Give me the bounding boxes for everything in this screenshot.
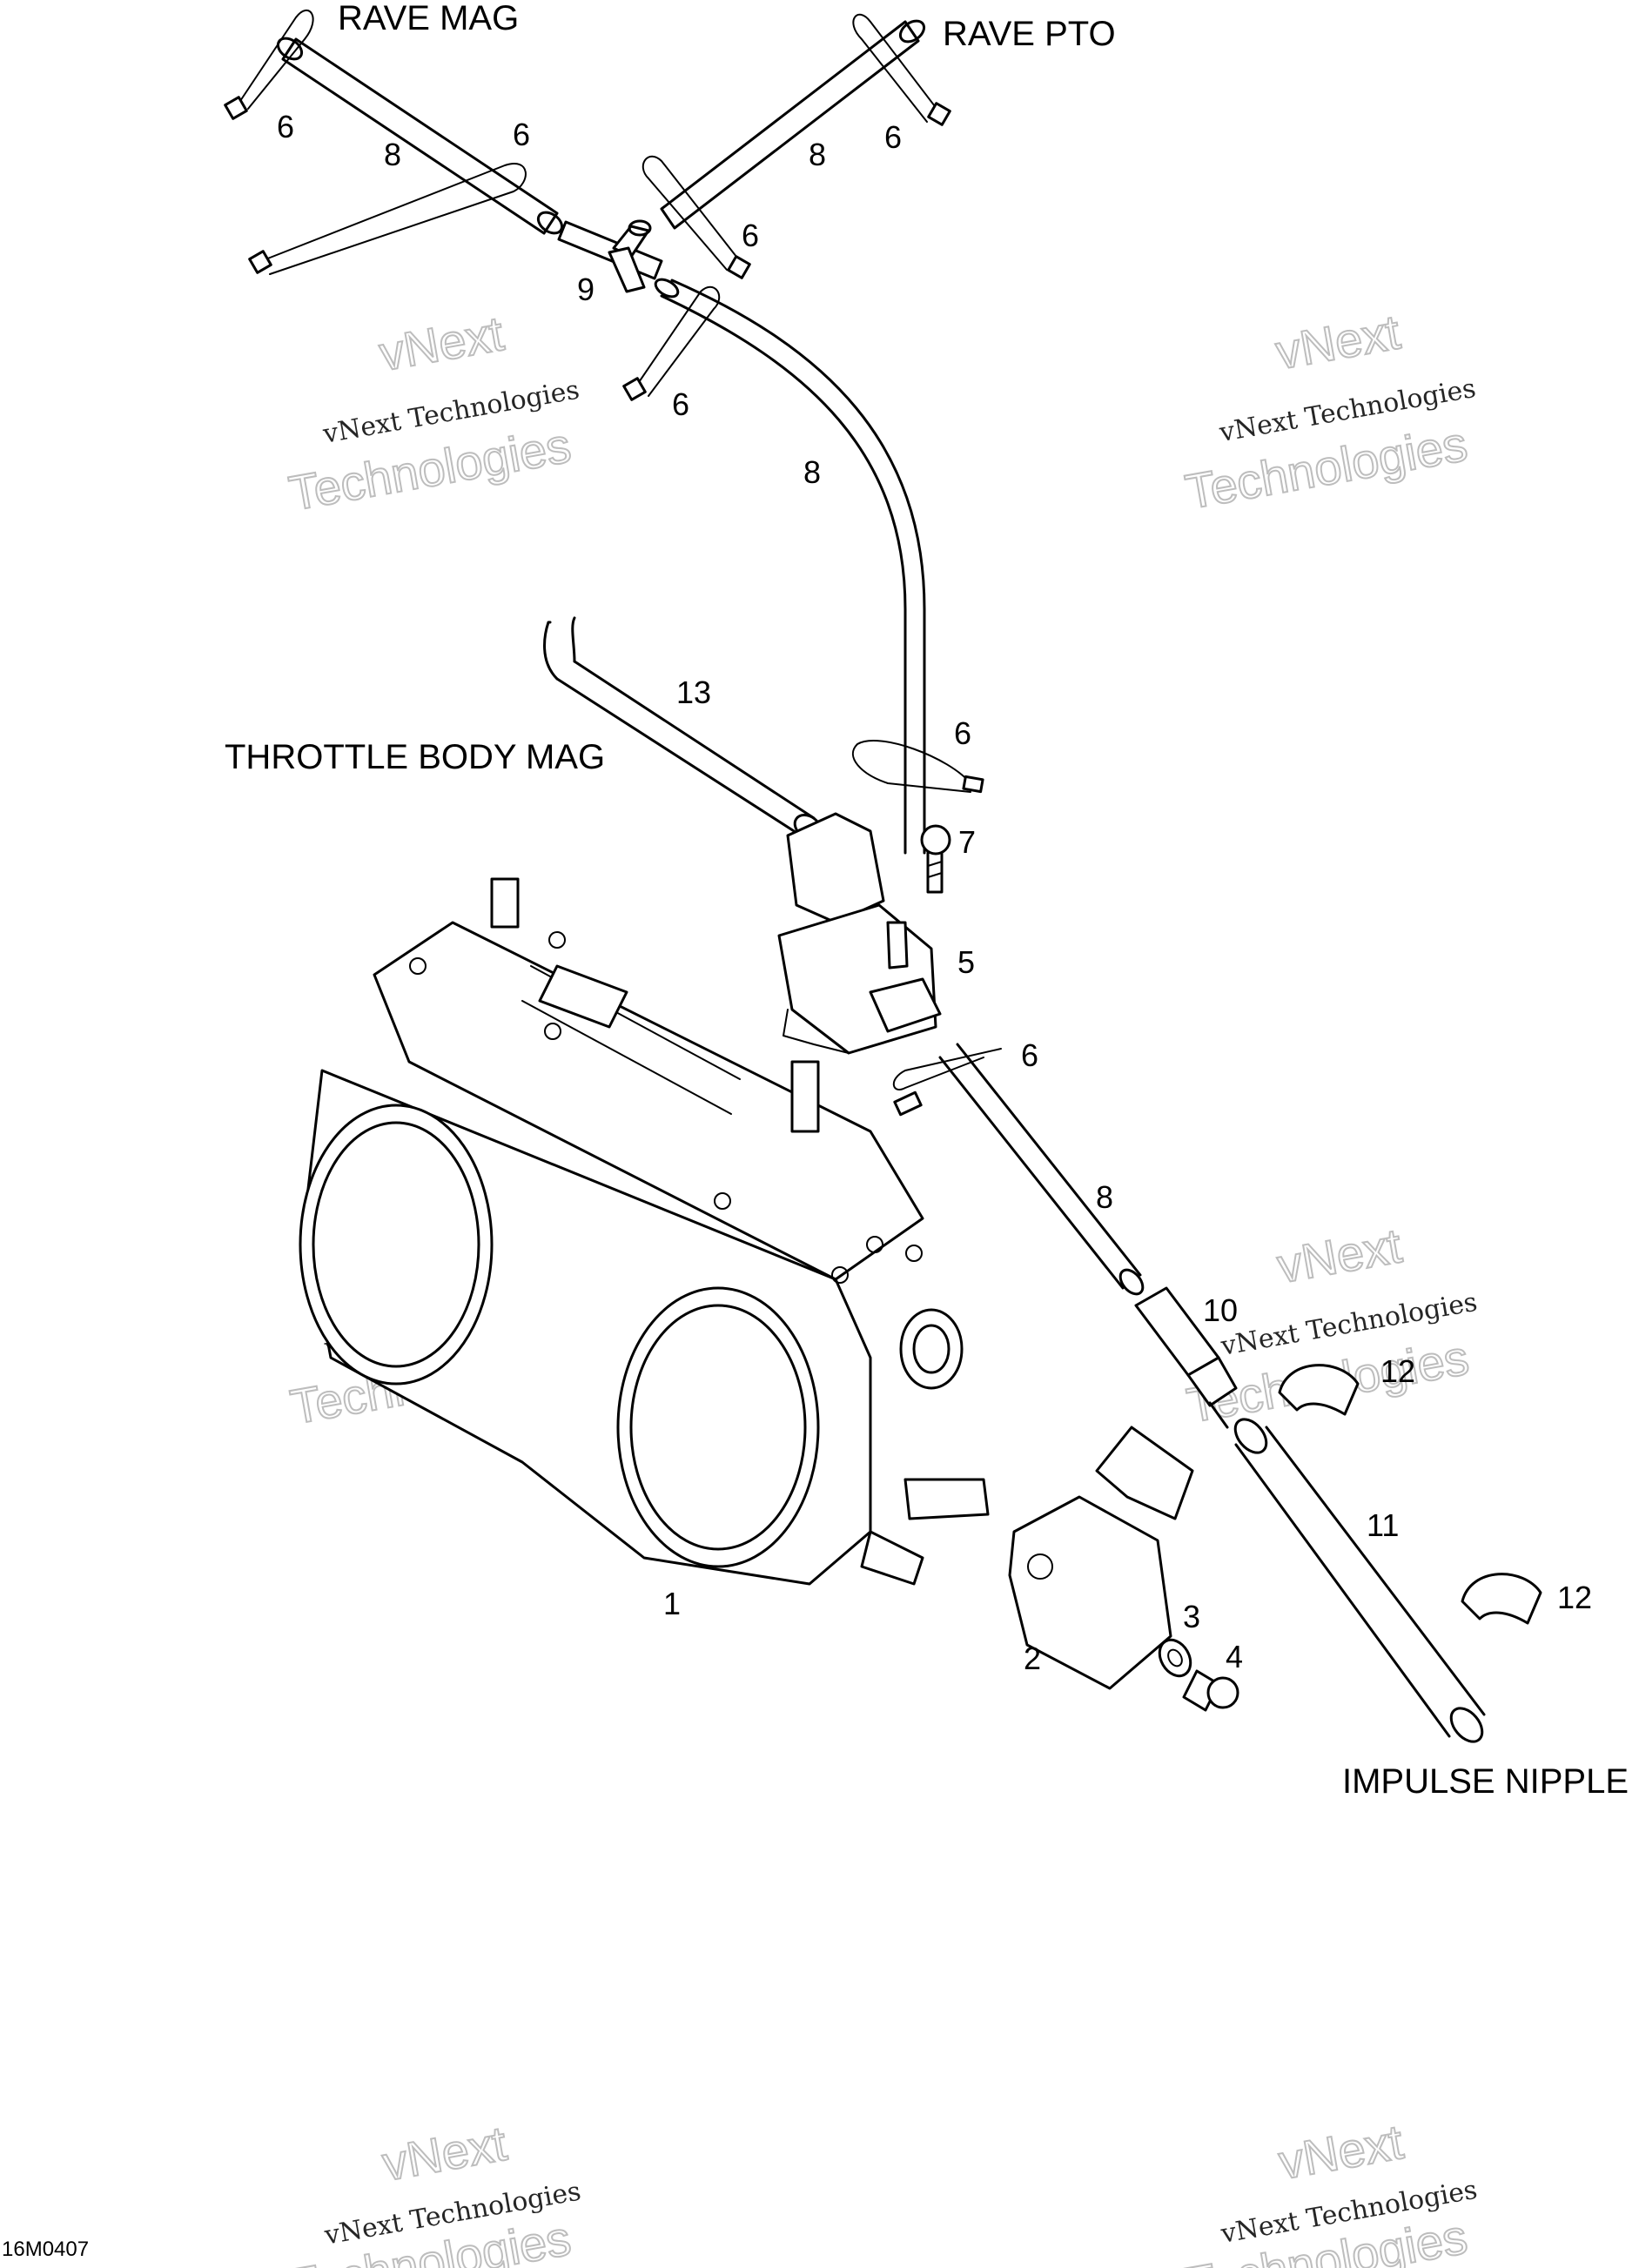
clamp-12-upper xyxy=(1278,1364,1360,1416)
hose-impulse xyxy=(1233,1418,1486,1743)
callout-10: 10 xyxy=(1203,1292,1238,1328)
clamp-6-top-right xyxy=(852,13,951,126)
callout-13: 13 xyxy=(676,674,711,710)
diagram-code: 16M0407 xyxy=(2,2238,89,2261)
watermark-top-right: vNext Technologies vNext Technologies xyxy=(1180,303,1478,520)
callout-12: 12 xyxy=(1380,1353,1415,1389)
clamp-6-lower-hose xyxy=(892,1048,1002,1117)
svg-text:vNext: vNext xyxy=(1275,2114,1407,2190)
tee-fitting xyxy=(557,219,663,293)
callout-2: 2 xyxy=(1024,1641,1041,1676)
callout-6: 6 xyxy=(742,218,759,253)
hose-lower-diagonal xyxy=(938,1043,1145,1296)
callout-6: 6 xyxy=(277,109,294,144)
watermark-bottom-left: vNext Technologies vNext Technologies xyxy=(284,2115,583,2268)
label-rave-pto: RAVE PTO xyxy=(943,15,1116,53)
svg-text:vNext: vNext xyxy=(375,305,507,381)
callout-6: 6 xyxy=(672,386,689,422)
callout-11: 11 xyxy=(1367,1507,1399,1543)
watermark-bottom-right: vNext Technologies vNext Technologies xyxy=(1180,2113,1480,2268)
callout-8: 8 xyxy=(809,137,826,172)
hose-throttle-body-mag xyxy=(543,616,823,840)
solenoid-valve xyxy=(777,812,942,1055)
callout-12: 12 xyxy=(1557,1580,1592,1615)
label-rave-mag: RAVE MAG xyxy=(338,0,519,37)
throttle-body xyxy=(299,877,990,1586)
svg-text:vNext: vNext xyxy=(1272,304,1404,379)
callout-8: 8 xyxy=(803,454,821,490)
callout-1: 1 xyxy=(663,1586,681,1621)
clamp-6-mid-right xyxy=(641,155,751,279)
callout-9: 9 xyxy=(577,272,594,307)
callout-8: 8 xyxy=(384,137,401,172)
callout-5: 5 xyxy=(957,944,975,980)
callout-8: 8 xyxy=(1096,1179,1113,1215)
callout-4: 4 xyxy=(1226,1639,1243,1674)
callout-6: 6 xyxy=(513,117,530,152)
washer-3 xyxy=(1158,1638,1192,1678)
clamp-6-solenoid-hose xyxy=(852,740,984,794)
callout-6: 6 xyxy=(1021,1037,1038,1073)
label-throttle-body-mag: THROTTLE BODY MAG xyxy=(225,738,605,776)
screw-7 xyxy=(920,824,951,894)
callout-3: 3 xyxy=(1183,1599,1200,1634)
hose-main-vertical xyxy=(654,278,926,855)
sensor-2 xyxy=(1008,1426,1194,1690)
svg-text:vNext: vNext xyxy=(1273,1218,1406,1293)
callout-6: 6 xyxy=(884,119,902,155)
clamp-6-center xyxy=(622,285,721,401)
svg-text:vNext: vNext xyxy=(379,2116,511,2191)
callout-6: 6 xyxy=(954,715,971,751)
callout-7: 7 xyxy=(958,824,976,860)
clamp-12-lower xyxy=(1461,1573,1542,1625)
screw-4 xyxy=(1182,1669,1239,1712)
clamp-6-mid-left xyxy=(248,163,527,275)
hose-rave-pto xyxy=(660,19,926,230)
label-impulse-nipple: IMPULSE NIPPLE xyxy=(1342,1762,1629,1801)
clamp-6-top-left xyxy=(224,9,314,120)
check-valve xyxy=(1134,1286,1238,1429)
watermark-top-left: vNext Technologies vNext Technologies xyxy=(284,305,581,521)
